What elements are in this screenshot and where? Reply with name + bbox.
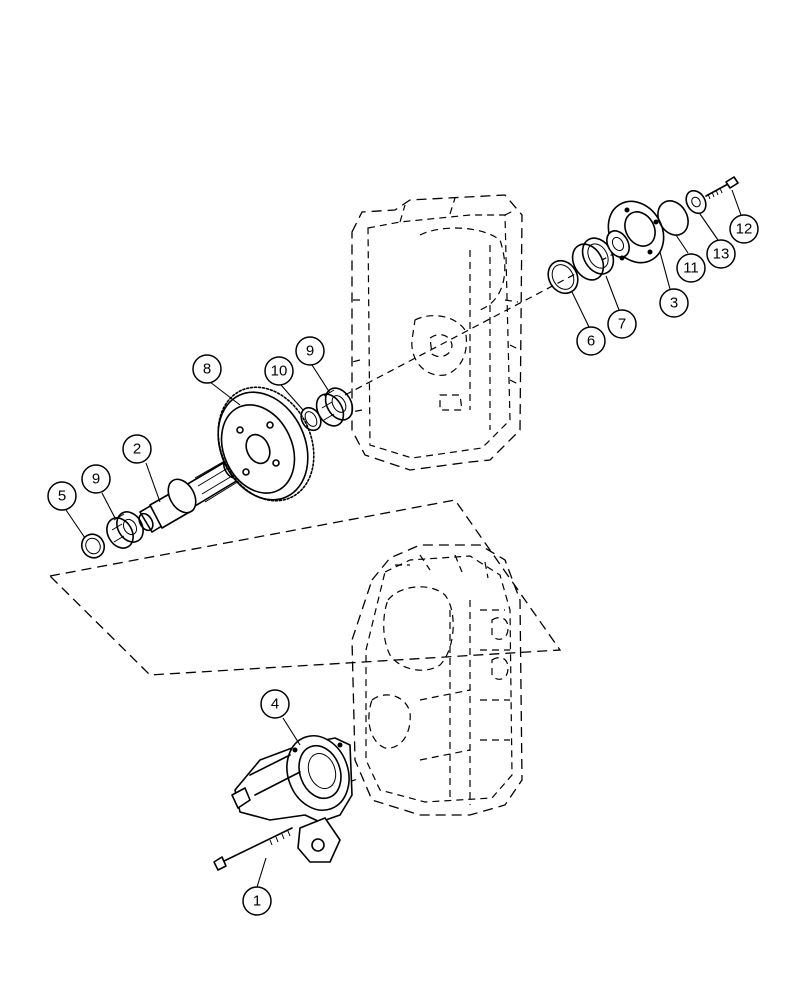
callout-10: 10 xyxy=(264,356,294,386)
callout-2-label: 2 xyxy=(133,441,141,458)
part-9-right-bearing xyxy=(315,387,354,427)
upper-housing-outline xyxy=(351,194,523,471)
callout-7: 7 xyxy=(607,309,637,339)
callout-6-label: 6 xyxy=(587,333,595,350)
callout-11: 11 xyxy=(676,253,706,283)
part-6-snap-ring xyxy=(547,259,579,295)
part-9-left-bearing xyxy=(106,511,144,549)
part-12-bolt xyxy=(705,176,739,200)
callout-1-label: 1 xyxy=(253,893,261,910)
callout-9-left: 9 xyxy=(81,464,111,494)
part-1-long-bolt xyxy=(213,827,293,871)
part-3-bearing-cover xyxy=(606,200,665,264)
callout-5-label: 5 xyxy=(58,488,66,505)
callout-8: 8 xyxy=(192,354,222,384)
callout-4-label: 4 xyxy=(271,696,279,713)
callout-12-label: 12 xyxy=(736,221,753,238)
callout-9-right-label: 9 xyxy=(306,343,314,360)
callout-3-label: 3 xyxy=(670,295,678,312)
callout-13-label: 13 xyxy=(713,246,730,263)
callout-3: 3 xyxy=(659,288,689,318)
callout-5: 5 xyxy=(47,481,77,511)
part-8-large-gear xyxy=(217,386,315,502)
part-4-output-housing xyxy=(231,735,353,863)
callout-11-label: 11 xyxy=(683,260,699,277)
callout-8-label: 8 xyxy=(203,361,211,378)
part-2-splined-shaft xyxy=(138,454,245,533)
callout-4: 4 xyxy=(260,689,290,719)
callout-9-left-label: 9 xyxy=(92,471,100,488)
part-13-washer xyxy=(685,189,707,215)
part-11-o-ring xyxy=(657,200,689,236)
callout-1: 1 xyxy=(242,886,272,916)
part-5-snap-ring xyxy=(80,533,106,559)
callout-6: 6 xyxy=(576,326,606,356)
callout-7-label: 7 xyxy=(618,316,626,333)
callout-2: 2 xyxy=(122,434,152,464)
callout-12: 12 xyxy=(729,214,759,244)
callout-13: 13 xyxy=(706,239,736,269)
lower-housing-outline xyxy=(351,544,523,816)
leader-lines xyxy=(65,189,742,888)
callout-10-label: 10 xyxy=(271,363,288,380)
callout-9-right: 9 xyxy=(295,336,325,366)
assembly-guide-box xyxy=(48,499,562,676)
